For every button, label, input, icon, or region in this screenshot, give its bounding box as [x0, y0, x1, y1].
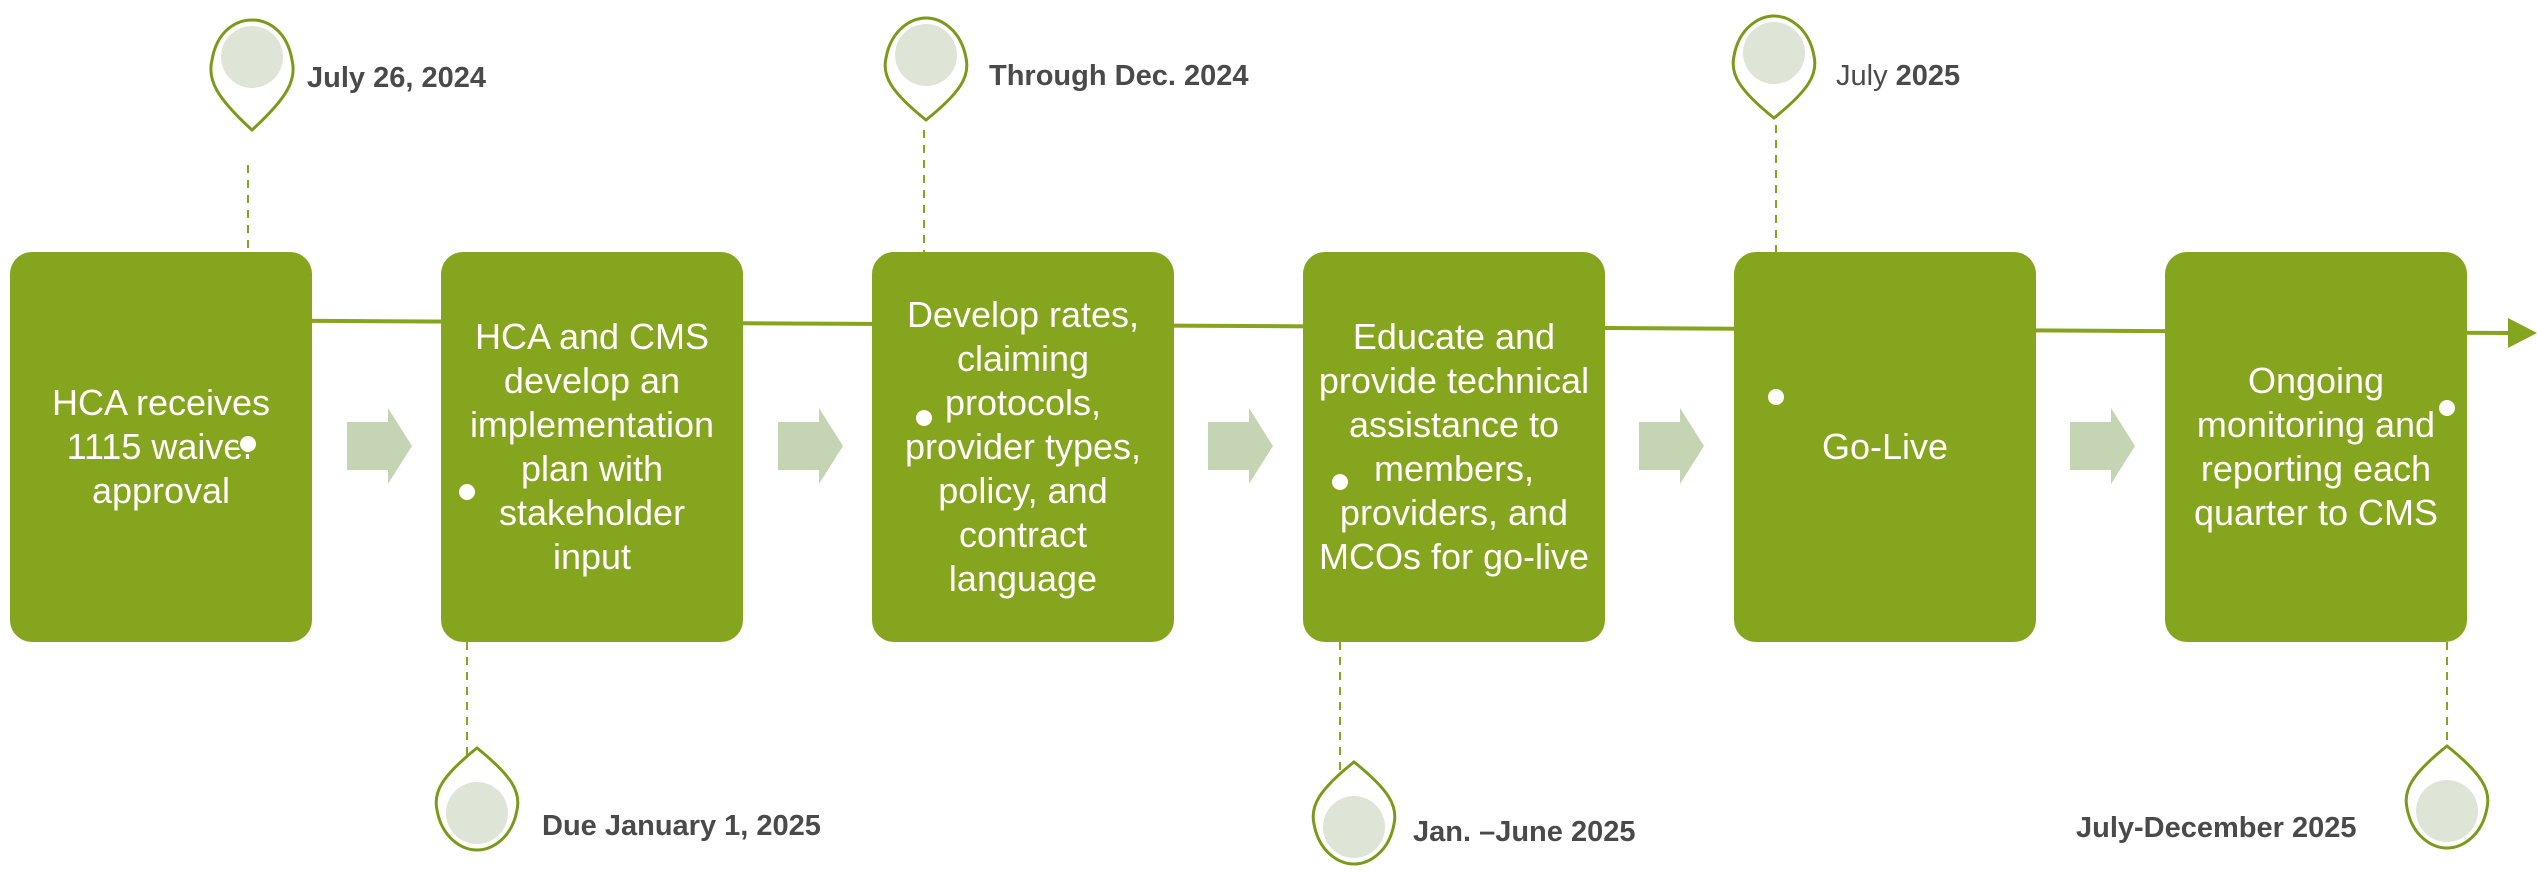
timeline-dot: [914, 408, 934, 428]
step-text-5: Go-Live: [1821, 426, 1949, 467]
step-box-5: Go-Live: [1734, 252, 2036, 642]
chevron-arrow-icon: [347, 408, 412, 484]
step-box-3: Develop rates, claiming protocols, provi…: [872, 252, 1174, 642]
map-pin-icon: [209, 18, 295, 133]
step-text-4: Educate and provide technical assistance…: [1318, 316, 1590, 577]
milestone-label-5: July 2025: [1836, 60, 1960, 93]
map-pin-icon: [1731, 14, 1817, 120]
timeline-dot: [457, 482, 477, 502]
arrow-right-icon: [2508, 318, 2537, 348]
milestone-label-6: July-December 2025: [2076, 812, 2357, 844]
map-pin-icon: [2404, 744, 2490, 850]
step-box-4: Educate and provide technical assistance…: [1303, 252, 1605, 642]
milestone-label-1: July 26, 2024: [307, 62, 486, 94]
milestone-label-2: Due January 1, 2025: [542, 810, 821, 842]
chevron-arrow-icon: [778, 408, 843, 484]
map-pin-icon: [434, 746, 520, 852]
step-box-2: HCA and CMS develop an implementation pl…: [441, 252, 743, 642]
chevron-arrow-icon: [2070, 408, 2135, 484]
step-box-1: HCA receives 1115 waiver approval: [10, 252, 312, 642]
map-pin-icon: [883, 16, 969, 122]
milestone-year: 2025: [1895, 60, 1961, 92]
step-text-3: Develop rates, claiming protocols, provi…: [904, 294, 1142, 599]
timeline-dot: [1766, 387, 1786, 407]
milestone-month: July: [1836, 60, 1888, 92]
timeline-dot: [238, 434, 258, 454]
step-box-6: Ongoing monitoring and reporting each qu…: [2165, 252, 2467, 642]
map-pin-icon: [1311, 760, 1397, 866]
step-text-2: HCA and CMS develop an implementation pl…: [469, 316, 715, 577]
timeline-dot: [2437, 398, 2457, 418]
chevron-arrow-icon: [1208, 408, 1273, 484]
step-text-1: HCA receives 1115 waiver approval: [51, 382, 271, 511]
timeline-dot: [1330, 472, 1350, 492]
milestone-label-4: Jan. –June 2025: [1413, 816, 1636, 848]
milestone-label-3: Through Dec. 2024: [989, 60, 1249, 92]
chevron-arrow-icon: [1639, 408, 1704, 484]
step-text-6: Ongoing monitoring and reporting each qu…: [2193, 360, 2439, 533]
